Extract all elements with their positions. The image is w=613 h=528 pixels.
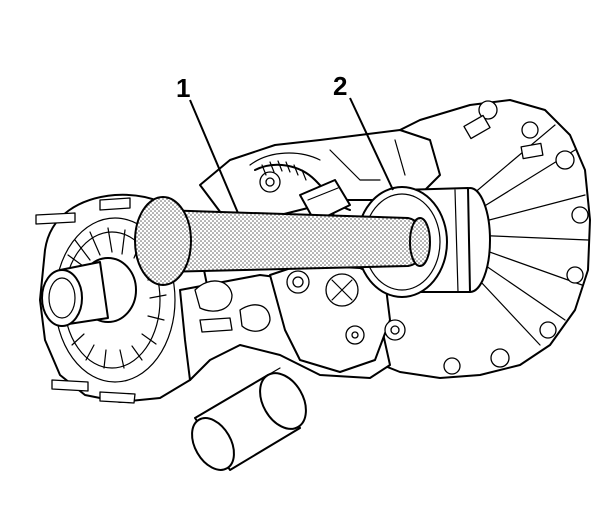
callout-1: 1: [176, 73, 239, 214]
output-shaft-stub: [41, 257, 137, 327]
tool-shaft: [134, 196, 431, 286]
callout-label: 1: [176, 73, 190, 103]
callout-label: 2: [333, 71, 347, 101]
sleeve-part: [191, 367, 307, 471]
callout-2: 2: [333, 71, 394, 191]
lower-housing: [179, 264, 406, 381]
